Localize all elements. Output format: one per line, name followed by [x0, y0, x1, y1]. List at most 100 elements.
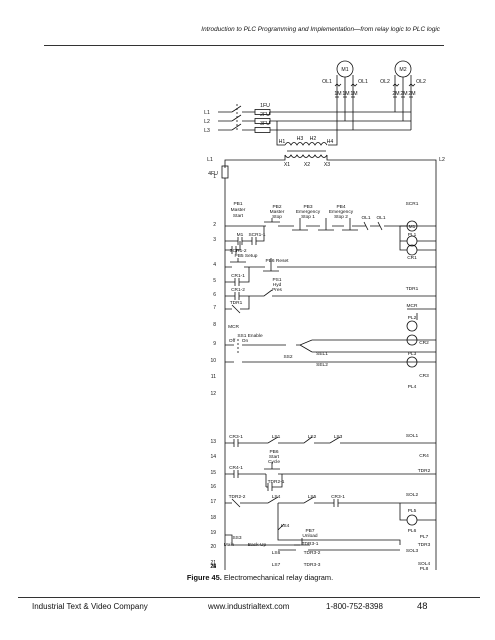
cr4-label: CR4	[419, 453, 429, 459]
pl7-label: PL7	[420, 534, 429, 540]
ss2-label: SS2	[283, 354, 292, 360]
pl4-label: PL4	[408, 384, 417, 390]
line-l1-label: L1	[204, 110, 210, 116]
pl5-label: PL5	[408, 508, 417, 514]
ls4-label: LS4	[272, 494, 281, 500]
pb1-desc-2: Start	[233, 213, 244, 219]
cr4-1-label: CR4-1	[229, 465, 243, 471]
transformer-x1-label: X1	[284, 162, 290, 168]
ps1-desc-2: Pres	[272, 287, 282, 293]
ss3-main-label: Main	[224, 542, 235, 548]
pb7-desc: Unload	[302, 533, 318, 539]
m1-contact-label: M1	[237, 232, 244, 238]
fuse-2fu-label: 2FU	[260, 112, 270, 118]
transformer-h3-label: H3	[297, 136, 304, 142]
page-header: Introduction to PLC Programming and Impl…	[201, 26, 440, 33]
rung-number: 14	[210, 454, 216, 460]
rail-l1-label: L1	[207, 157, 213, 163]
rung-number: 10	[210, 358, 216, 364]
m1-coil-label: M1	[409, 224, 416, 230]
pb4-desc-1: Emergency	[329, 209, 354, 215]
pb1-desc-1: Master	[231, 207, 246, 213]
ss1-label: SS1 Enable	[237, 333, 263, 339]
fuse-4fu-label: 4FU	[208, 171, 218, 177]
pb4-desc-2: Stop 2	[334, 214, 348, 220]
rung-number: 13	[210, 439, 216, 445]
cr1-coil-label: CR1	[407, 255, 417, 261]
pl6-label: PL6	[408, 528, 417, 534]
sol4-label: SOL4	[418, 561, 431, 567]
ls6-label: LS6	[272, 550, 281, 556]
cr1-2-label: CR1-2	[231, 287, 245, 293]
rung-number: 19	[210, 530, 216, 536]
ol1-contact-a-label: OL1	[361, 215, 370, 221]
tdr3-1-label: TDR3-1	[302, 541, 319, 547]
rung-number: 7	[213, 305, 216, 311]
pb6-start-desc-2: Cycle	[268, 459, 280, 465]
rung-number: 3	[213, 237, 216, 243]
tdr1-coil-label: TDR1	[406, 286, 419, 292]
sel2-label: SEL2	[316, 362, 328, 368]
ls3-label: LS3	[334, 434, 343, 440]
ol2-left-label: OL2	[380, 79, 390, 85]
rung-number: 11	[211, 374, 216, 380]
pb6-start-label: PB6	[269, 449, 278, 455]
figure-caption: Figure 45. Electromechanical relay diagr…	[140, 573, 380, 582]
tdr2-1-label: TDR2-1	[268, 479, 285, 485]
mcr-label: MCR	[228, 324, 239, 330]
transformer-x3-label: X3	[324, 162, 330, 168]
rung-number: 24	[210, 564, 216, 570]
rung-number: 9	[213, 341, 216, 347]
footer-website: www.industrialtext.com	[208, 602, 290, 611]
rung-number: 1	[213, 174, 216, 180]
rung-number: 22	[210, 564, 216, 570]
tdr3-3-label: TDR3-3	[304, 562, 321, 568]
ls4b-label: LS4	[281, 523, 290, 529]
pl8-label: PL8	[420, 566, 429, 572]
m1-contact-label-3: 1M	[350, 91, 357, 97]
mcr-coil-label: MCR	[407, 303, 418, 309]
rung-number: 17	[210, 499, 216, 505]
tdr1-contact-label: TDR1	[230, 300, 243, 306]
pb6-reset-label: PB6 Reset	[266, 258, 290, 264]
motor-m1-label: M1	[341, 67, 348, 73]
cr2-label: CR2	[419, 340, 429, 346]
rung-number: 21	[210, 560, 216, 566]
ps1-desc-1: Hyd	[273, 282, 282, 288]
tdr3-2-label: TDR3-2	[304, 550, 321, 556]
cr3-label: CR3	[419, 373, 429, 379]
figure-number: Figure 45.	[186, 573, 222, 582]
ol1-right-label: OL1	[358, 79, 368, 85]
pb3-label: PB3	[303, 204, 312, 210]
rung-number: 26	[210, 564, 216, 570]
tdr3-coil-label: TDR3	[418, 542, 431, 548]
ls5-label: LS5	[308, 494, 317, 500]
ps1-label: PS1	[272, 277, 281, 283]
transformer-h4-label: H4	[327, 139, 334, 145]
rung-number: 20	[210, 544, 216, 550]
tdr2-label: TDR2	[418, 468, 431, 474]
pl3-label: PL3	[408, 351, 417, 357]
header-rule	[44, 45, 444, 46]
fuse-3fu-label: 3FU	[260, 121, 270, 127]
m1-contact-label-2: 1M	[342, 91, 349, 97]
rung-number: 16	[210, 484, 216, 490]
pb3-desc-2: Stop 1	[301, 214, 315, 220]
line-l2-label: L2	[204, 119, 210, 125]
m2-contact-label-3: 2M	[408, 91, 415, 97]
transformer-h1-label: H1	[279, 139, 286, 145]
line-l3-label: L3	[204, 128, 210, 134]
page-number: 48	[417, 600, 428, 611]
ol1-contact-b-label: OL1	[376, 215, 385, 221]
fuse-1fu-label: 1FU	[260, 103, 270, 109]
ls2-label: LS2	[308, 434, 317, 440]
ss3-backup-label: Back-Up	[248, 542, 267, 548]
rung-number: 6	[213, 292, 216, 298]
transformer-h2-label: H2	[310, 136, 317, 142]
ss1-off-label: Off	[229, 338, 236, 344]
sel1-label: SEL1	[316, 351, 328, 357]
footer-phone: 1-800-752-8398	[326, 602, 383, 611]
pb4-label: PB4	[336, 204, 345, 210]
m1-contact-label-1: 1M	[334, 91, 341, 97]
scr1-coil-label: SCR1	[406, 201, 419, 207]
